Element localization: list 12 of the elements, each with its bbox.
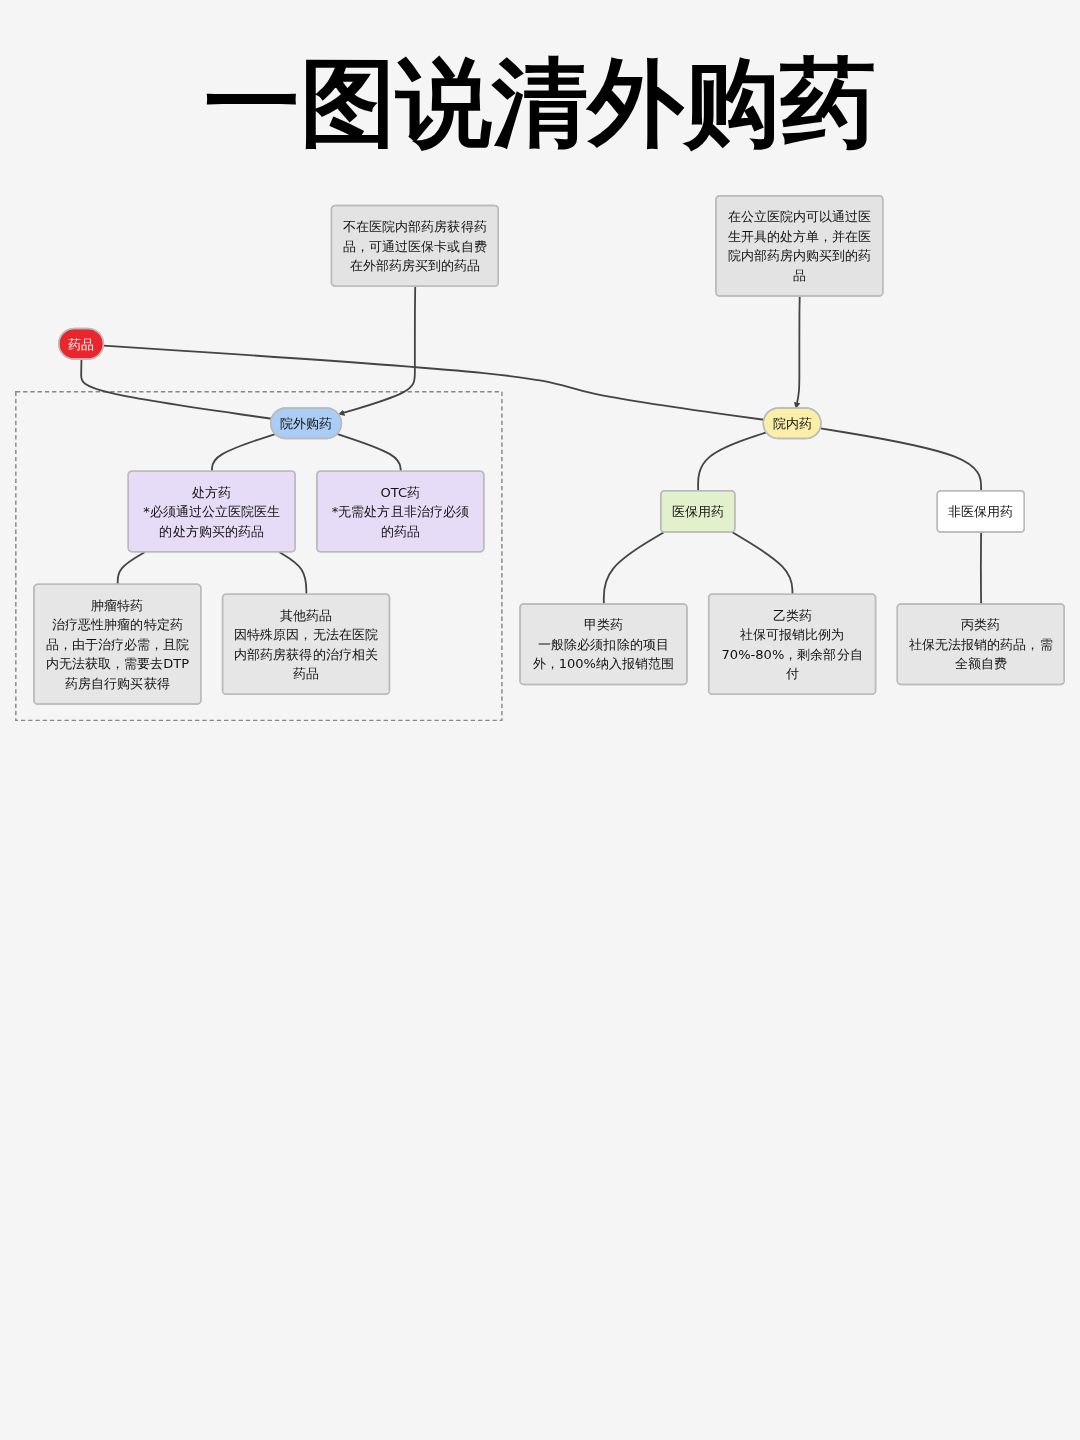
connector [116,551,146,586]
connector [278,551,308,596]
cluster [15,390,503,722]
connector [697,431,768,492]
connector [731,531,794,596]
connector [80,358,273,420]
connector [336,433,402,473]
connector [211,433,277,473]
connector [819,427,982,492]
arrow [338,285,417,416]
title: 一图说清外购药 [203,46,877,161]
arrow [794,295,801,409]
